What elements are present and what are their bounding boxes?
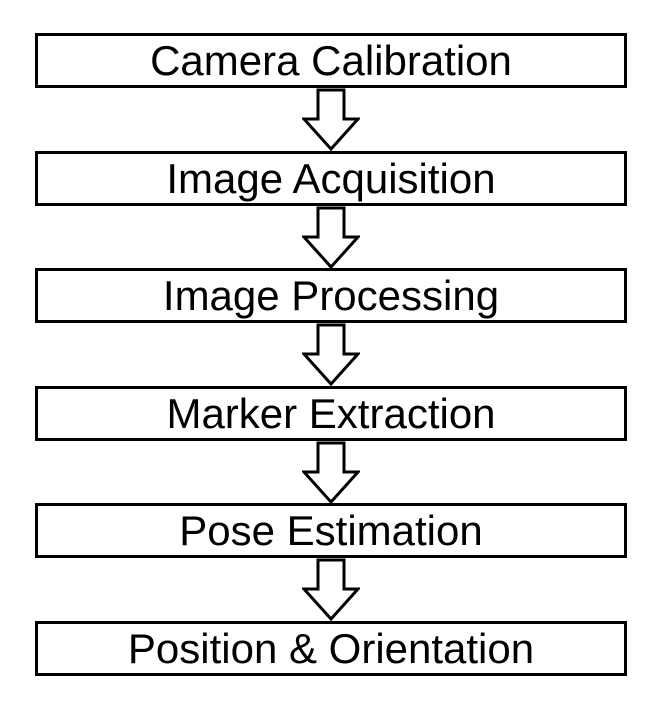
step-label: Pose Estimation: [179, 506, 483, 554]
down-arrow-icon: [302, 558, 360, 621]
down-arrow-icon: [302, 206, 360, 269]
step-box-image-acquisition: Image Acquisition: [35, 151, 627, 206]
step-label: Camera Calibration: [150, 36, 512, 84]
step-box-image-processing: Image Processing: [35, 268, 627, 323]
step-label: Marker Extraction: [166, 389, 496, 437]
step-label: Position & Orientation: [127, 624, 535, 672]
step-box-position-orientation: Position & Orientation: [35, 621, 627, 676]
step-box-pose-estimation: Pose Estimation: [35, 503, 627, 558]
down-arrow-icon: [302, 323, 360, 386]
down-arrow-icon: [302, 441, 360, 504]
down-arrow-icon: [302, 88, 360, 151]
step-box-camera-calibration: Camera Calibration: [35, 33, 627, 88]
step-label: Image Processing: [162, 271, 500, 319]
step-box-marker-extraction: Marker Extraction: [35, 386, 627, 441]
step-label: Image Acquisition: [166, 154, 496, 202]
